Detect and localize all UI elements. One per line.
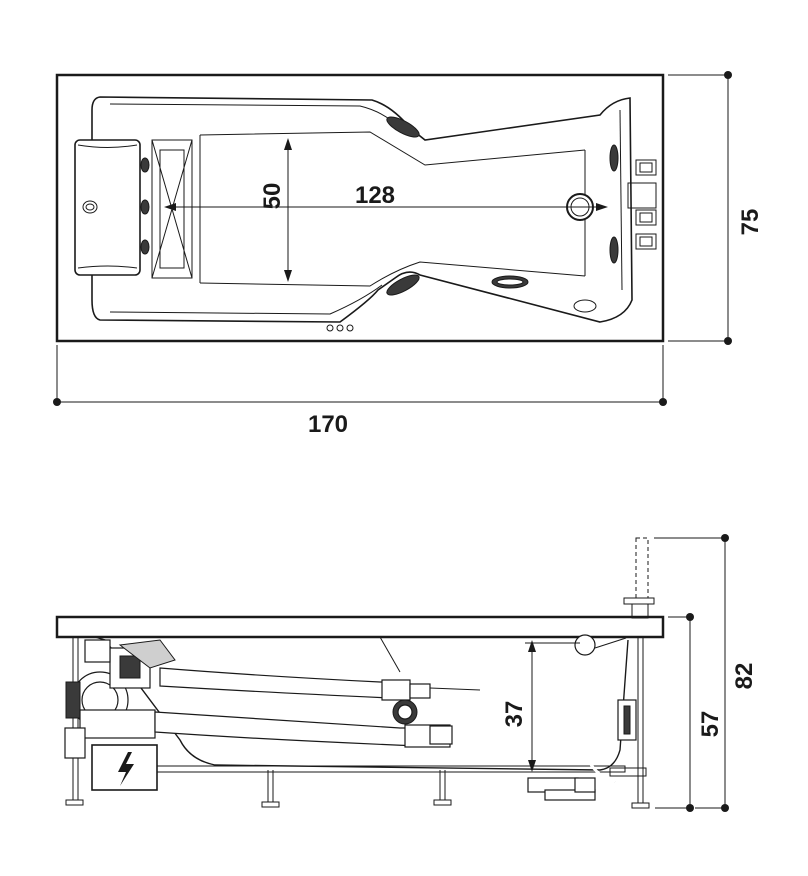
dim-height-rim-label: 57 xyxy=(697,711,724,738)
dim-length xyxy=(53,345,667,406)
overflow-icon xyxy=(573,299,597,313)
dim-length-label: 170 xyxy=(308,411,348,438)
dim-width-label: 75 xyxy=(737,209,764,236)
back-jets xyxy=(140,157,150,255)
dim-inner-length xyxy=(164,203,608,211)
drain-assembly xyxy=(527,777,596,801)
dim-depth xyxy=(525,640,580,772)
headrest-pillow xyxy=(74,139,141,276)
pump-assembly xyxy=(64,639,176,759)
dim-height-total-label: 82 xyxy=(731,663,758,690)
mixer-controls xyxy=(627,159,657,250)
overflow-pipe xyxy=(574,634,627,784)
control-buttons xyxy=(326,324,354,332)
headrest-button-icon xyxy=(82,200,98,214)
lightning-icon xyxy=(118,752,134,786)
head-jet-panel xyxy=(151,139,193,279)
pipes xyxy=(154,667,481,748)
dim-inner-width xyxy=(284,138,292,282)
tub-inner-basin xyxy=(91,96,633,323)
side-view: 37 57 82 xyxy=(55,534,758,812)
dim-inner-length-label: 128 xyxy=(355,182,395,209)
side-jets xyxy=(386,116,619,296)
tub-basin-side xyxy=(94,636,629,771)
top-view: 50 128 170 75 xyxy=(53,71,764,438)
tub-rim-side xyxy=(55,615,665,639)
dim-depth-label: 37 xyxy=(501,701,528,728)
side-jet-fitting xyxy=(617,699,637,741)
dim-inner-width-label: 50 xyxy=(259,183,286,210)
dim-width xyxy=(668,71,732,345)
tub-outer-rim xyxy=(55,73,665,343)
dim-height-total xyxy=(654,534,729,812)
dim-height-rim xyxy=(655,613,694,812)
faucet-dashed xyxy=(623,537,655,619)
